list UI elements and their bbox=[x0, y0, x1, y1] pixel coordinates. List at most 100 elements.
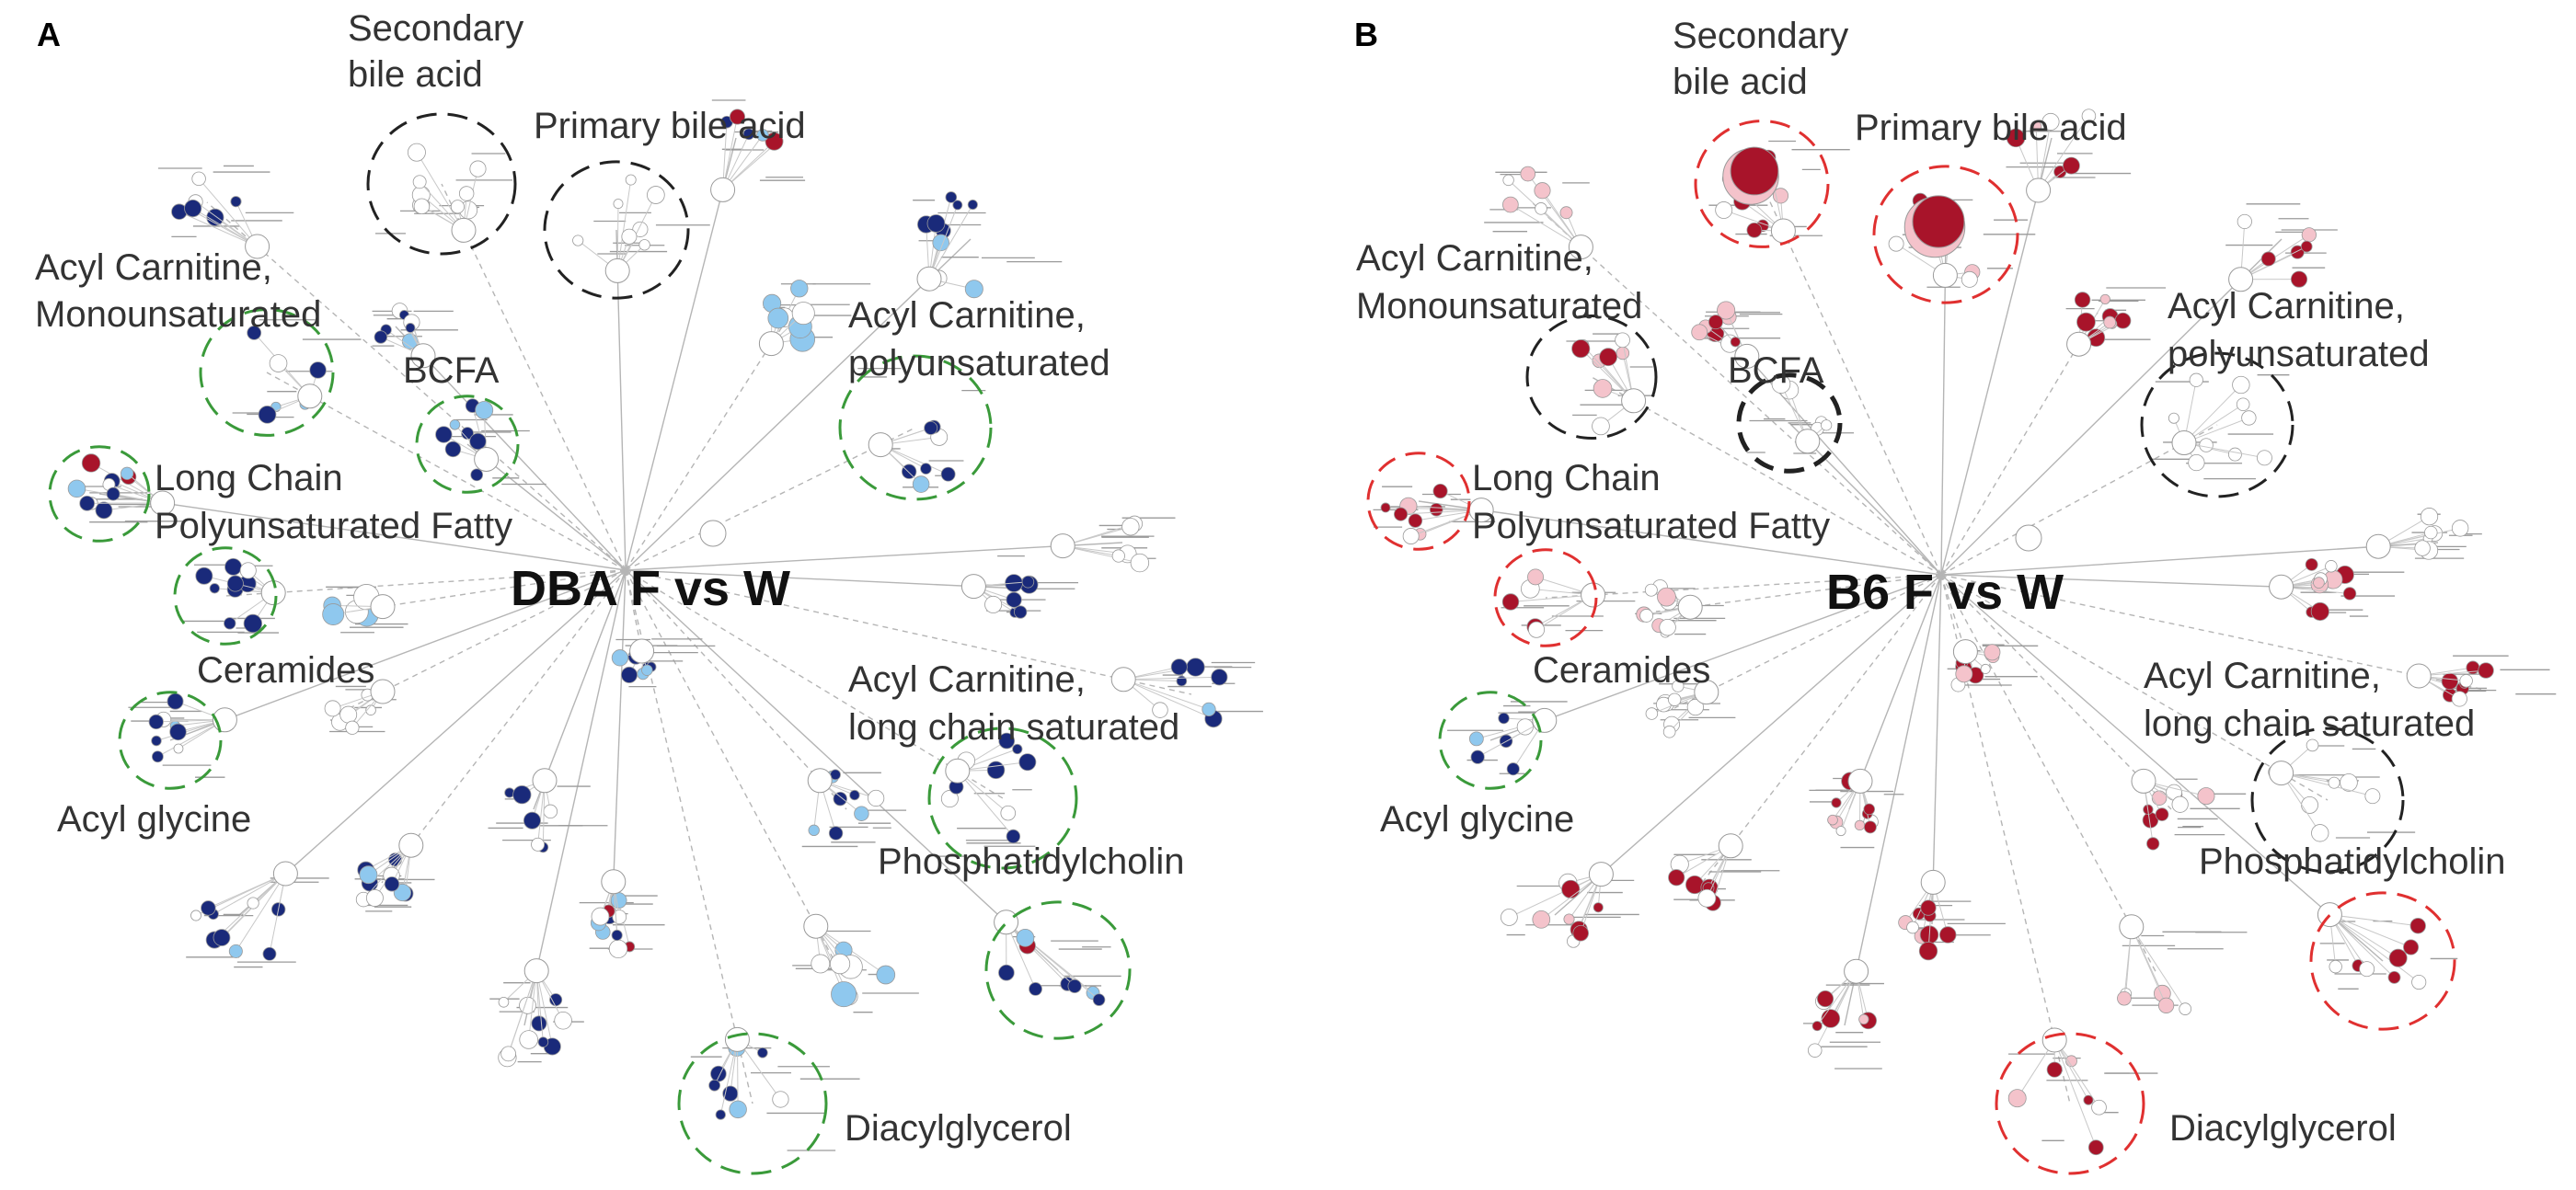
cluster-b-21-spoke-7 bbox=[1540, 874, 1602, 921]
cluster-a-11-node-3 bbox=[765, 132, 784, 151]
edge-b-27 bbox=[1940, 542, 2439, 576]
cluster-a-24-node-1 bbox=[876, 965, 896, 985]
cluster-b-5-node-7 bbox=[1432, 483, 1448, 499]
cluster-a-13-spoke-7 bbox=[928, 204, 959, 280]
cluster-b-27 bbox=[2365, 508, 2482, 560]
label-b-acyl-carnitine-poly-line2: polyunsaturated bbox=[2168, 334, 2430, 374]
cluster-b-20-hub-node bbox=[2131, 768, 2156, 794]
cluster-a-12 bbox=[157, 165, 294, 259]
edge-a-20 bbox=[625, 569, 847, 810]
cluster-b-10-node-4 bbox=[2087, 1139, 2104, 1156]
cluster-b-9-spoke-6 bbox=[2329, 914, 2420, 983]
ring-b-acyl-glycine bbox=[1438, 691, 1543, 790]
cluster-b-13-hub-node bbox=[2228, 267, 2254, 292]
cluster-a-27-spoke-1 bbox=[1063, 545, 1140, 564]
cluster-b-20-node-5 bbox=[2146, 837, 2160, 851]
cluster-a-5-hub-node bbox=[150, 490, 176, 516]
cluster-b-3-node-3 bbox=[1821, 419, 1833, 431]
edge-a-28 bbox=[349, 569, 627, 709]
panel-b: B B6 F vs W Secondary bile acid Primary … bbox=[1354, 16, 2557, 1175]
cluster-b-10-node-2 bbox=[2083, 1094, 2094, 1105]
cluster-a-11-node-4 bbox=[742, 128, 755, 141]
cluster-a-11-node-2 bbox=[729, 109, 746, 125]
cluster-a-25-node-7 bbox=[554, 1011, 572, 1030]
cluster-b-14-node-0 bbox=[2074, 292, 2091, 308]
cluster-b-12 bbox=[1484, 166, 1593, 260]
cluster-b-5-spoke-4 bbox=[1410, 509, 1482, 537]
cluster-b-16-node-8 bbox=[1659, 619, 1676, 636]
panel-a-clusters bbox=[67, 99, 1263, 1151]
edge-b-15 bbox=[1719, 326, 1942, 576]
cluster-b-26-node-5 bbox=[1955, 665, 1973, 683]
panel-b-labels: Secondary bile acid Primary bile acid Ac… bbox=[1356, 16, 2506, 1149]
cluster-a-14-node-5 bbox=[767, 307, 789, 329]
cluster-a-3 bbox=[435, 398, 546, 486]
edge-a-6 bbox=[224, 569, 627, 597]
cluster-a-19-node-5 bbox=[523, 811, 541, 830]
cluster-a-22 bbox=[354, 832, 435, 912]
cluster-b-5 bbox=[1373, 483, 1496, 544]
cluster-b-16-node-2 bbox=[1644, 583, 1658, 597]
cluster-a-1-node-1 bbox=[638, 239, 650, 251]
cluster-a-9-node-0 bbox=[1029, 982, 1042, 996]
cluster-b-4-node-4 bbox=[2199, 438, 2214, 452]
cluster-b-11-hub-node bbox=[2026, 177, 2052, 203]
cluster-a-21-node-8 bbox=[262, 946, 277, 961]
cluster-b-22-node-6 bbox=[1697, 888, 1717, 908]
cluster-b-23-node-8 bbox=[1920, 899, 1937, 916]
cluster-a-20-node-6 bbox=[854, 806, 869, 821]
cluster-b-16-hub-node bbox=[1677, 594, 1703, 620]
cluster-b-28 bbox=[1645, 680, 1736, 738]
ring-b-ceramides bbox=[1493, 548, 1598, 647]
cluster-a-5-node-4 bbox=[67, 479, 86, 498]
cluster-a-25-node-0 bbox=[531, 1015, 547, 1032]
cluster-b-22-hub-node bbox=[1718, 833, 1743, 859]
cluster-b-15-node-3 bbox=[1717, 301, 1736, 320]
cluster-b-24-node-0 bbox=[2179, 1002, 2192, 1015]
cluster-b-15-node-5 bbox=[1691, 324, 1708, 341]
cluster-a-21-node-5 bbox=[228, 944, 243, 958]
ring-b-phosphatidylcholin bbox=[2309, 891, 2456, 1031]
cluster-b-26-node-7 bbox=[1984, 644, 2001, 661]
cluster-a-9-node-7 bbox=[1016, 928, 1035, 947]
cluster-b-1-node-5 bbox=[1961, 270, 1978, 288]
cluster-b-21-node-3 bbox=[1501, 909, 1518, 926]
cluster-b-14-node-5 bbox=[2076, 312, 2096, 332]
cluster-b-24-spoke-4 bbox=[2131, 926, 2168, 1006]
cluster-a-10-hub-node bbox=[724, 1026, 750, 1052]
edge-b-11 bbox=[1940, 137, 2053, 576]
cluster-b-11-node-5 bbox=[2041, 112, 2060, 131]
edge-b-24 bbox=[1940, 574, 2158, 976]
cluster-a-23-node-9 bbox=[611, 929, 623, 942]
label-a-secondary-bile-acid-line1: Secondary bbox=[348, 8, 523, 49]
cluster-a-8-hub-node bbox=[945, 758, 971, 784]
cluster-a-24-node-2 bbox=[811, 954, 831, 974]
cluster-b-0-node-6 bbox=[1746, 222, 1763, 238]
ring-b-secondary-bile-acid bbox=[1694, 120, 1830, 248]
cluster-b-9-spoke-7 bbox=[2329, 914, 2398, 959]
cluster-b-12-node-0 bbox=[1502, 196, 1519, 213]
cluster-a-18-spoke-5 bbox=[1123, 676, 1220, 681]
cluster-b-9-node-1 bbox=[2403, 939, 2420, 955]
edge-b-22 bbox=[1701, 574, 1942, 884]
panel-a-title: DBA F vs W bbox=[511, 561, 790, 616]
cluster-b-18-node-5 bbox=[2478, 662, 2494, 679]
edge-b-16 bbox=[1655, 574, 1942, 612]
cluster-a-11-hub-node bbox=[710, 177, 736, 202]
cluster-a-0-node-8 bbox=[412, 175, 427, 189]
cluster-b-5-node-0 bbox=[1380, 502, 1391, 513]
cluster-a-8-node-2 bbox=[986, 761, 1006, 780]
cluster-a-0-node-3 bbox=[450, 200, 465, 214]
cluster-a-9-node-4 bbox=[1067, 978, 1082, 993]
cluster-b-20-node-8 bbox=[2171, 795, 2189, 813]
cluster-b-2-hub-node bbox=[1621, 388, 1647, 414]
cluster-a-11-node-5 bbox=[756, 129, 769, 142]
cluster-a-22-node-8 bbox=[393, 883, 412, 902]
cluster-a-0 bbox=[375, 143, 513, 243]
cluster-b-9-spoke-1 bbox=[2329, 914, 2411, 948]
cluster-a-12-node-3 bbox=[230, 196, 242, 208]
cluster-b-7-node-0 bbox=[1498, 712, 1510, 725]
cluster-a-18 bbox=[1110, 658, 1263, 728]
edge-b-2 bbox=[1591, 376, 1942, 576]
label-a-secondary-bile-acid-line2: bile acid bbox=[348, 54, 483, 95]
